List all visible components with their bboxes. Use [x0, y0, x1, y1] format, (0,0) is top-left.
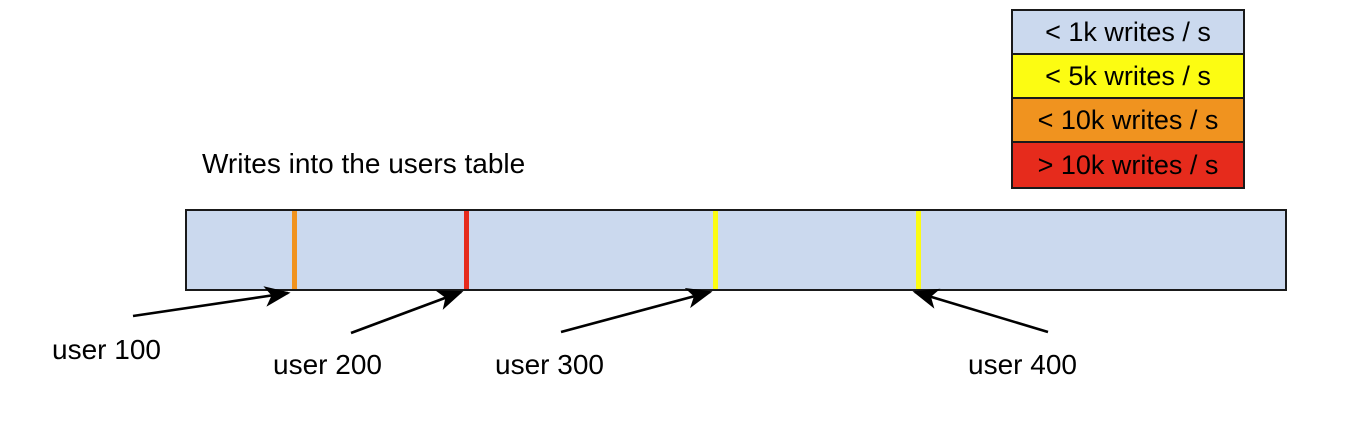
legend-row-under-10k: < 10k writes / s — [1013, 99, 1243, 143]
arrow-user-300 — [560, 288, 713, 334]
callout-label-user-200: user 200 — [273, 349, 382, 380]
users-table-partition-bar — [185, 209, 1287, 291]
legend-row-under-1k: < 1k writes / s — [1013, 11, 1243, 55]
page-title: Writes into the users table — [202, 148, 526, 179]
marker-user-200 — [464, 211, 469, 289]
arrow-user-400 — [912, 288, 1049, 334]
write-rate-legend: < 1k writes / s < 5k writes / s < 10k wr… — [1011, 9, 1245, 189]
arrow-user-200 — [350, 290, 464, 335]
marker-user-100 — [292, 211, 297, 289]
legend-label-under-5k: < 5k writes / s — [1045, 60, 1211, 91]
marker-user-300 — [713, 211, 718, 289]
legend-label-over-10k: > 10k writes / s — [1037, 149, 1219, 180]
callout-label-user-400: user 400 — [968, 349, 1077, 380]
arrow-user-100 — [132, 286, 291, 318]
callout-label-user-100: user 100 — [52, 334, 161, 365]
legend-label-under-10k: < 10k writes / s — [1037, 104, 1219, 135]
legend-row-over-10k: > 10k writes / s — [1013, 143, 1243, 187]
callout-label-user-300: user 300 — [495, 349, 604, 380]
marker-user-400 — [916, 211, 921, 289]
legend-row-under-5k: < 5k writes / s — [1013, 55, 1243, 99]
legend-label-under-1k: < 1k writes / s — [1045, 16, 1211, 47]
